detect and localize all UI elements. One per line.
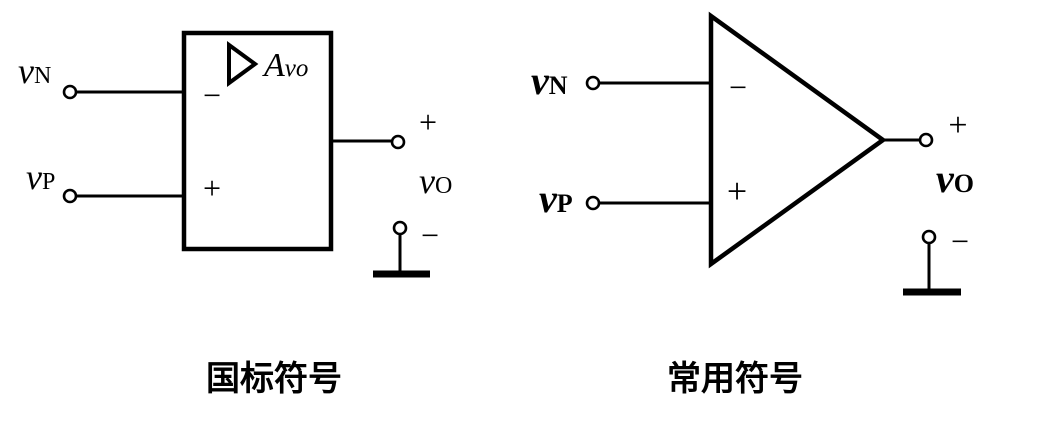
gb-output-terminal (390, 134, 406, 150)
gb-output-minus-sign: − (421, 217, 439, 253)
gb-plus-sign: + (203, 170, 221, 206)
common-input-p-label: vP (539, 176, 573, 221)
gb-amplifier-triangle-icon (227, 41, 259, 87)
common-input-n-label: vN (531, 58, 568, 103)
gb-inverting-input-terminal (62, 84, 78, 100)
gb-gain-label: Avo (262, 47, 308, 84)
common-minus-sign: − (729, 69, 747, 105)
gb-output-plus-sign: + (419, 104, 437, 140)
common-opamp-symbol: vN vP − + + vO − 常用符号 (531, 11, 974, 399)
common-caption: 常用符号 (667, 359, 803, 399)
common-opamp-triangle (708, 11, 887, 269)
gb-noninverting-input-terminal (62, 188, 78, 204)
gb-opamp-symbol: vN vP − + Avo + vO − 国标符号 (18, 30, 452, 399)
gb-opamp-body (181, 30, 334, 252)
gb-input-n-label: vN (18, 51, 51, 91)
gb-caption: 国标符号 (206, 359, 342, 399)
common-output-label: vO (936, 156, 974, 201)
common-output-minus-sign: − (951, 223, 969, 259)
gb-input-p-label: vP (26, 157, 55, 197)
gb-minus-sign: − (203, 77, 221, 113)
gb-ground-terminal (392, 220, 408, 236)
common-noninverting-input-terminal (585, 195, 601, 211)
common-plus-sign: + (727, 171, 747, 211)
common-output-plus-sign: + (948, 107, 967, 144)
common-inverting-input-terminal (585, 75, 601, 91)
common-ground-terminal (921, 229, 937, 245)
common-output-terminal (918, 132, 934, 148)
gb-output-label: vO (419, 161, 452, 201)
